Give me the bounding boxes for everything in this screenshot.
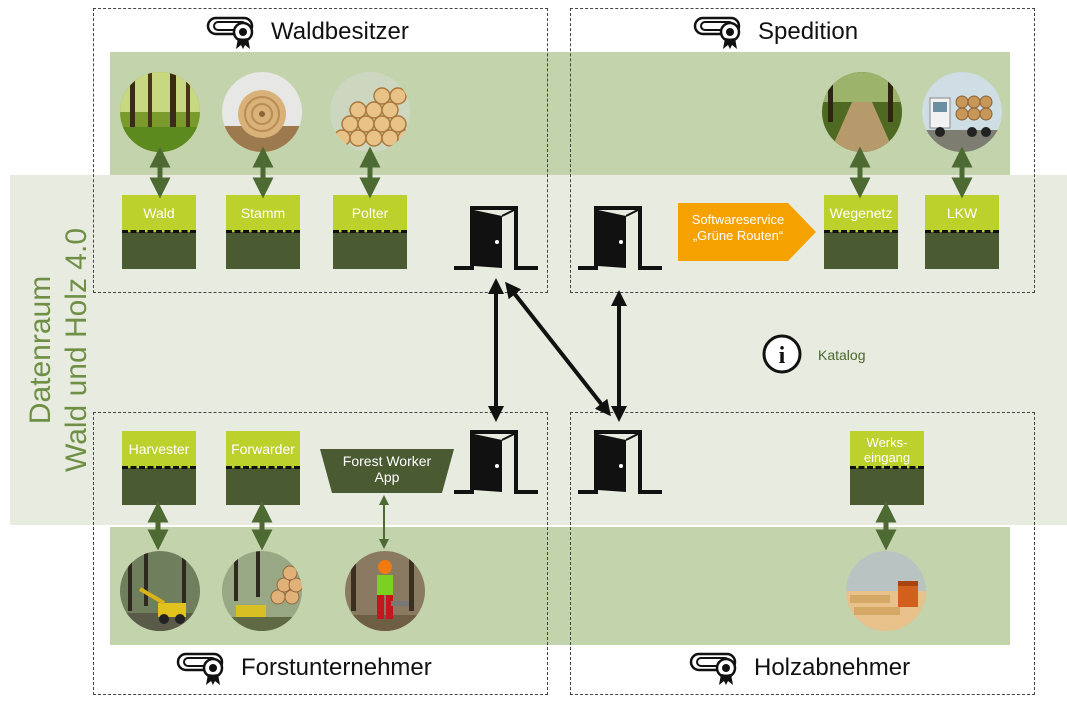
dataspace-title-line2: Wald und Holz 4.0 bbox=[60, 228, 93, 472]
dataspace-title-line1: Datenraum bbox=[24, 276, 57, 424]
sawmill-photo bbox=[846, 551, 926, 631]
spedition-box bbox=[570, 8, 1035, 293]
software-service-gruene-routen[interactable]: Softwareservice „Grüne Routen“ bbox=[678, 203, 816, 261]
dataspace-title: Datenraum Wald und Holz 4.0 bbox=[8, 175, 98, 525]
forstunternehmer-box bbox=[93, 412, 548, 695]
connector-lkw[interactable]: LKW bbox=[925, 195, 999, 269]
connector-wegenetz[interactable]: Wegenetz bbox=[824, 195, 898, 269]
spedition-title: Spedition bbox=[692, 14, 858, 50]
connector-polter[interactable]: Polter bbox=[333, 195, 407, 269]
truck-photo bbox=[922, 72, 1002, 152]
log-pile-photo bbox=[330, 72, 410, 152]
connector-label: Forwarder bbox=[226, 431, 300, 468]
forstunternehmer-title: Forstunternehmer bbox=[175, 650, 432, 686]
software-service-label: Softwareservice „Grüne Routen“ bbox=[691, 212, 785, 243]
forest-worker-app-label: Forest Worker App bbox=[342, 453, 432, 485]
forstunternehmer-title-text: Forstunternehmer bbox=[241, 654, 432, 681]
connector-label: Polter bbox=[333, 195, 407, 232]
connector-label: Harvester bbox=[122, 431, 196, 468]
connector-label: Wald bbox=[122, 195, 196, 232]
forest-worker-app[interactable]: Forest Worker App bbox=[320, 449, 454, 493]
holzabnehmer-title-text: Holzabnehmer bbox=[754, 654, 911, 681]
waldbesitzer-title: Waldbesitzer bbox=[205, 14, 409, 50]
holzabnehmer-box bbox=[570, 412, 1035, 695]
connector-werkseingang[interactable]: Werks- eingang bbox=[850, 431, 924, 505]
holzabnehmer-title: Holzabnehmer bbox=[688, 650, 910, 686]
spedition-title-text: Spedition bbox=[758, 18, 859, 45]
connector-label: Stamm bbox=[226, 195, 300, 232]
forwarder-photo bbox=[222, 551, 302, 631]
connector-forwarder[interactable]: Forwarder bbox=[226, 431, 300, 505]
connector-label: LKW bbox=[925, 195, 999, 232]
svg-text:i: i bbox=[779, 343, 786, 369]
connector-stamm[interactable]: Stamm bbox=[226, 195, 300, 269]
info-icon[interactable]: i bbox=[762, 334, 802, 374]
connector-harvester[interactable]: Harvester bbox=[122, 431, 196, 505]
connector-wald[interactable]: Wald bbox=[122, 195, 196, 269]
connector-label: Wegenetz bbox=[824, 195, 898, 232]
connector-label: Werks- eingang bbox=[850, 431, 924, 468]
catalog-label: Katalog bbox=[818, 347, 866, 363]
waldbesitzer-title-text: Waldbesitzer bbox=[271, 18, 409, 45]
waldbesitzer-box bbox=[93, 8, 548, 293]
